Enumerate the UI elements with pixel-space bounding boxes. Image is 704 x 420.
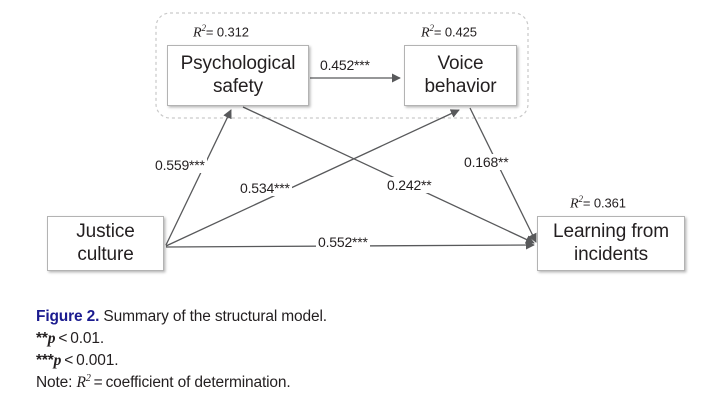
r2-value: = 0.312 [205,24,249,40]
node-learning-from-incidents-label: Learning from incidents [553,221,669,265]
footnote-p001-value: 0.001. [76,352,119,369]
footnote-p01-stars: ** [36,330,48,347]
footnote-p01-symbol: p [47,330,56,347]
figure-caption-text: Summary of the structural model. [103,308,327,325]
r2-value: = 0.425 [433,24,477,40]
path-ps-to-li [242,106,535,244]
footnote-note-operator: = [93,374,103,392]
r2-value: = 0.361 [582,195,626,211]
footnote-note: Note: R2=coefficient of determination. [36,372,676,394]
footnote-note-text: coefficient of determination. [105,374,291,392]
footnote-p001: ***p<0.001. [36,350,676,372]
path-label-vb-to-li: 0.168** [462,154,511,170]
footnote-note-exponent: 2 [85,373,91,384]
footnote-p01-operator: < [58,330,68,347]
path-label-ps-to-vb: 0.452*** [318,57,372,73]
r2-exponent: 2 [429,23,434,33]
r2-symbol: R [193,25,202,41]
footnote-note-prefix: Note: [36,374,73,392]
r2-symbol: R [570,196,579,212]
path-label-jc-to-ps: 0.559*** [153,157,207,173]
node-justice-culture-label: Justice culture [76,221,135,265]
node-psychological-safety[interactable]: Psychological safety [167,45,309,106]
figure-number: Figure 2. [36,308,100,325]
r2-symbol: R [421,25,430,41]
path-label-ps-to-li: 0.242** [385,177,434,193]
path-jc-to-ps [165,109,232,246]
path-label-jc-to-vb: 0.534*** [238,180,292,196]
r2-learning-from-incidents: R2= 0.361 [570,194,626,212]
footnote-p001-operator: < [64,352,74,369]
r2-exponent: 2 [578,194,583,204]
node-justice-culture[interactable]: Justice culture [47,216,164,271]
r2-voice-behavior: R2= 0.425 [421,23,477,41]
node-voice-behavior[interactable]: Voice behavior [404,45,517,106]
path-jc-to-vb [165,109,460,247]
footnote-p001-symbol: p [53,352,62,369]
figure-caption: Figure 2. Summary of the structural mode… [36,306,676,394]
node-voice-behavior-label: Voice behavior [424,53,497,97]
footnote-p01: **p<0.01. [36,328,676,350]
r2-psychological-safety: R2= 0.312 [193,23,249,41]
node-psychological-safety-label: Psychological safety [180,53,296,97]
path-label-jc-to-li: 0.552*** [316,234,370,250]
path-vb-to-li [469,107,537,243]
node-learning-from-incidents[interactable]: Learning from incidents [537,216,685,271]
footnote-p001-stars: *** [36,352,54,369]
figure-canvas: Psychological safety Voice behavior Just… [47,12,685,271]
footnote-p01-value: 0.01. [70,330,105,347]
caption-title-line: Figure 2. Summary of the structural mode… [36,306,676,328]
footnote-note-symbol: R [76,374,86,392]
mediator-group-container [155,12,529,119]
r2-exponent: 2 [201,23,206,33]
